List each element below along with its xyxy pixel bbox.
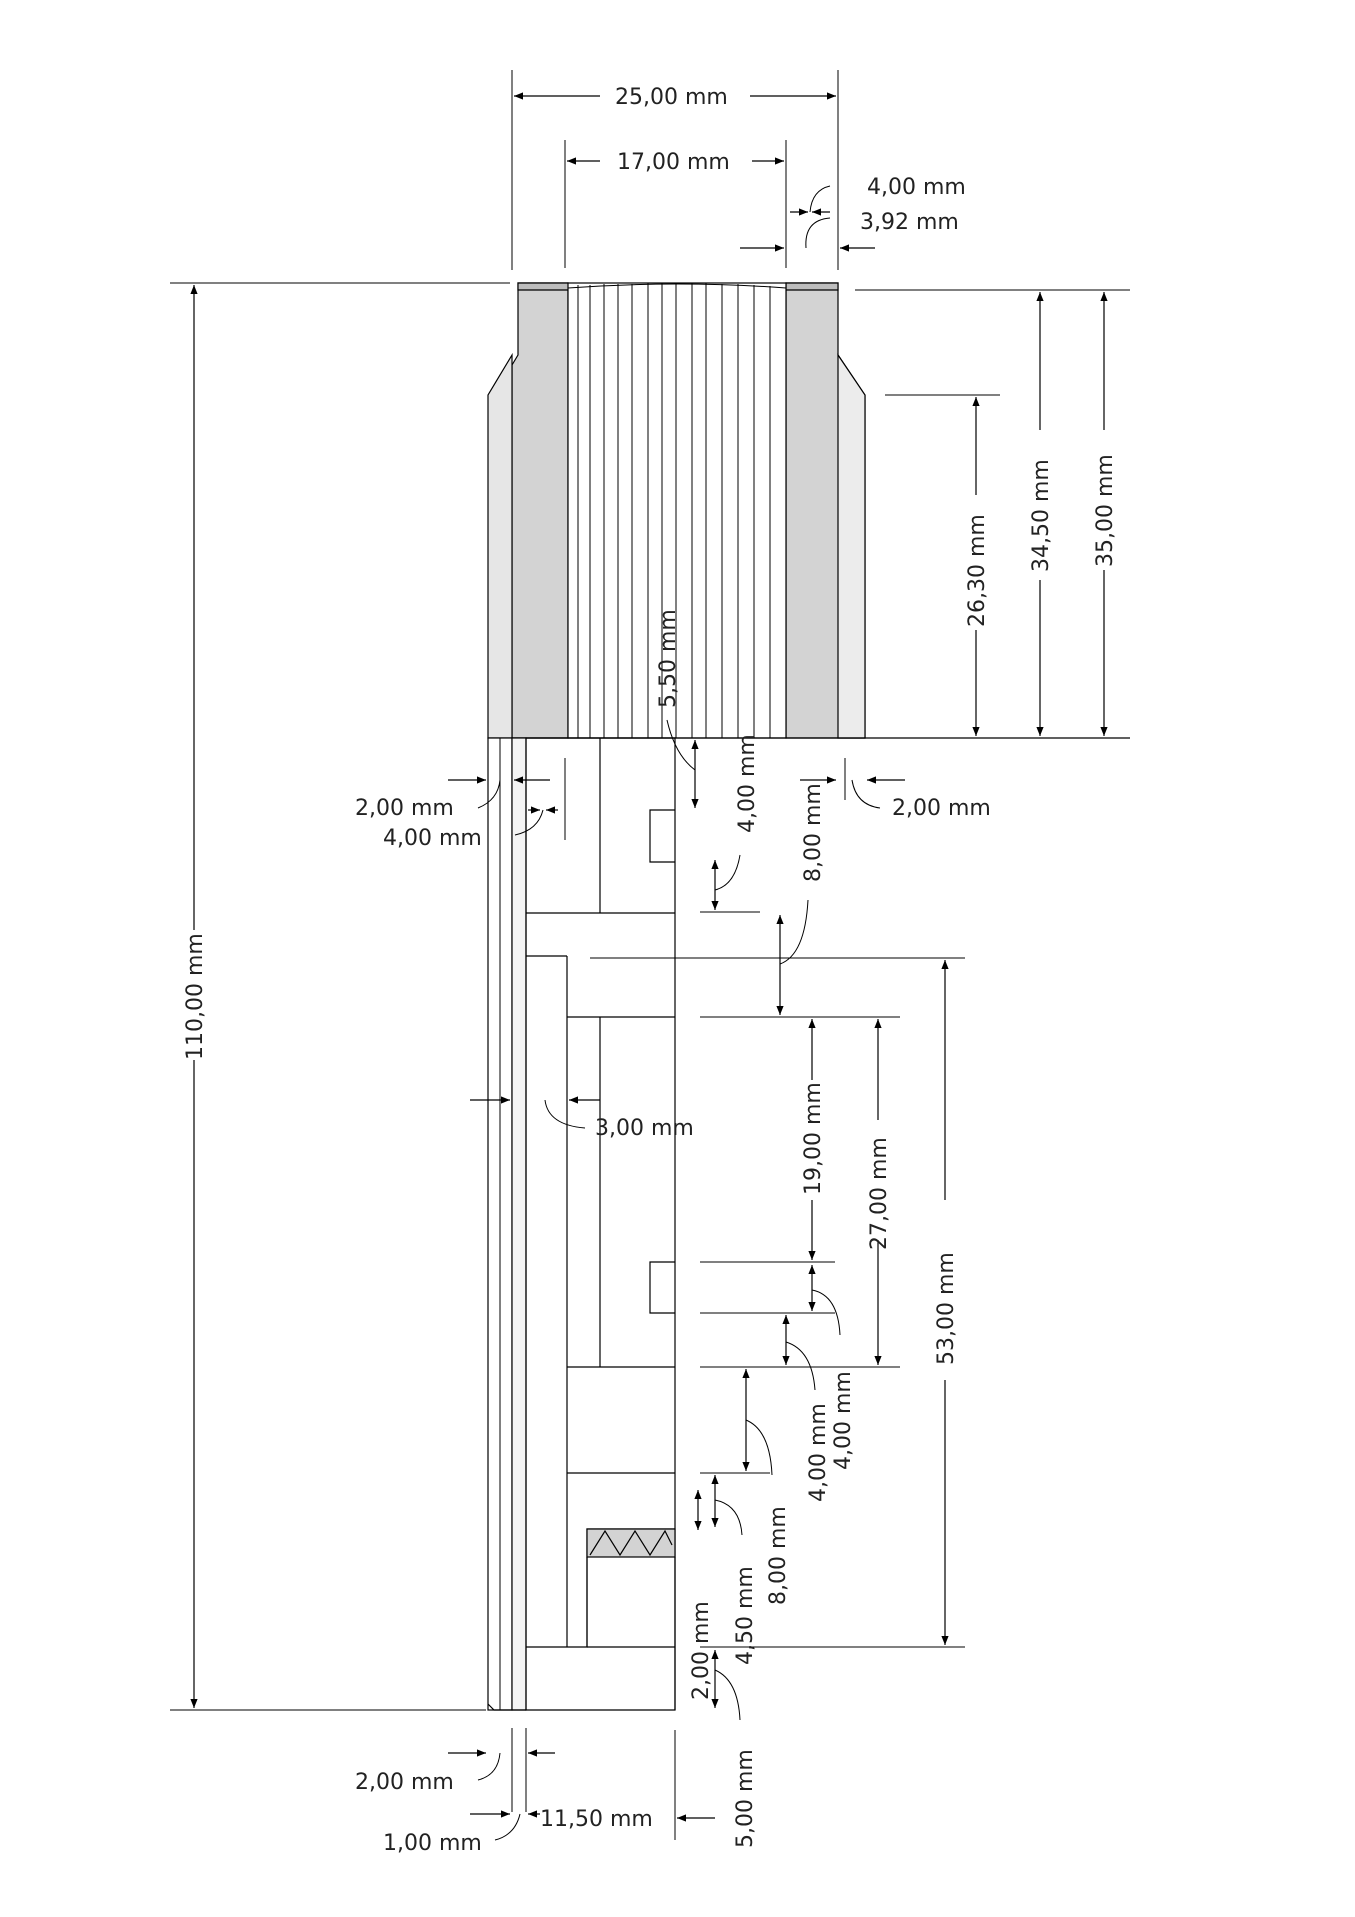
right-outer-flange [837, 353, 866, 739]
dimension-labels: 25,00 mm 17,00 mm 4,00 mm 3,92 mm 110,00… [183, 85, 1118, 1856]
dim-8-00-bottom: 8,00 mm [766, 1506, 791, 1605]
dim-26-30: 26,30 mm [965, 514, 990, 627]
dim-34-50: 34,50 mm [1029, 459, 1054, 572]
dim-5-50: 5,50 mm [656, 609, 681, 708]
knurl-lines [577, 283, 771, 738]
part-outline [487, 282, 1130, 1711]
dim-left-2-00: 2,00 mm [355, 796, 454, 821]
dim-total-height: 110,00 mm [183, 933, 208, 1060]
extension-lines [170, 70, 1130, 1840]
dim-2-00-bottom: 2,00 mm [689, 1601, 714, 1700]
dim-right-2-00: 2,00 mm [892, 796, 991, 821]
top-cap-right [785, 282, 839, 291]
dim-offset-b: 3,92 mm [860, 210, 959, 235]
dim-top-width: 25,00 mm [615, 85, 728, 110]
dim-left-4-00: 4,00 mm [383, 826, 482, 851]
dim-19-00: 19,00 mm [801, 1082, 826, 1195]
upper-left-wall [511, 282, 569, 739]
left-outer-flange [487, 352, 513, 739]
dim-bottom-1-00: 1,00 mm [383, 1831, 482, 1856]
dim-4-00-b: 4,00 mm [806, 1403, 831, 1502]
shaft-thin-strip [511, 737, 527, 1711]
dim-4-00-a: 4,00 mm [831, 1371, 856, 1470]
top-cap-left [517, 282, 571, 291]
spring-block [586, 1528, 676, 1558]
dim-4-00-top: 4,00 mm [735, 734, 760, 833]
spring-zigzag [589, 1529, 673, 1557]
dim-27-00: 27,00 mm [867, 1137, 892, 1250]
bore-top-edge [567, 283, 787, 289]
dimension-lines [190, 92, 1108, 1841]
dim-35-00: 35,00 mm [1093, 454, 1118, 567]
dim-bottom-11-50: 11,50 mm [540, 1807, 653, 1832]
dim-inner-width: 17,00 mm [617, 150, 730, 175]
dim-53-00: 53,00 mm [934, 1252, 959, 1365]
dim-5-00: 5,00 mm [733, 1749, 758, 1848]
dim-3-00: 3,00 mm [595, 1116, 694, 1141]
shaft-bottom-chamfer [487, 1703, 526, 1711]
dim-8-00-top: 8,00 mm [801, 783, 826, 882]
dim-bottom-2-00: 2,00 mm [355, 1770, 454, 1795]
dim-offset-a: 4,00 mm [867, 175, 966, 200]
dim-4-50: 4,50 mm [733, 1566, 758, 1665]
